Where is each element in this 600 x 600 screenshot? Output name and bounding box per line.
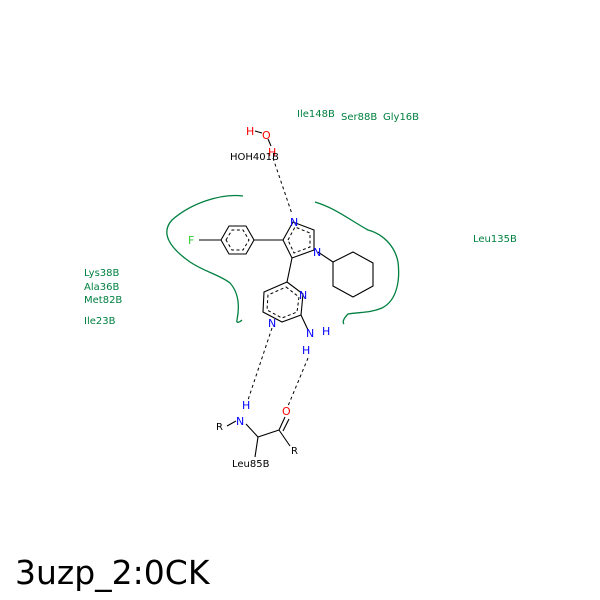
hbond-pyrimidine-n-h (247, 327, 273, 401)
backbone-o: O (282, 405, 291, 418)
pyrimidine-n1: N (299, 289, 307, 302)
water-oxygen: O (262, 129, 271, 142)
residue-met82: Met82B (84, 295, 122, 306)
residue-gly16: Gly16B (383, 112, 419, 123)
backbone-residue-label: Leu85B (232, 459, 270, 470)
backbone-n: N (236, 415, 244, 428)
fluorine-atom: F (188, 234, 194, 247)
pyrimidine-ring (262, 281, 304, 323)
figure-title: 3uzp_2:0CK (15, 553, 211, 592)
residue-lys38: Lys38B (84, 268, 120, 279)
residue-ile148: Ile148B (297, 109, 335, 120)
hbond-water-imidazole (272, 157, 293, 215)
water-h1: H (246, 125, 254, 138)
amine-h1: H (322, 325, 330, 338)
amine-nitrogen: N (306, 327, 314, 340)
amine-h2: H (302, 344, 310, 357)
hbond-amine-h-o (287, 357, 309, 407)
fluorophenyl-ring (220, 225, 255, 255)
residue-ala36: Ala36B (84, 282, 119, 293)
leu85-backbone (226, 416, 291, 458)
imidazole-n1: N (290, 216, 298, 229)
residue-leu135: Leu135B (473, 234, 517, 245)
bond-water-oh2 (267, 138, 272, 147)
hydrophobic-pocket-left (166, 194, 244, 323)
bond-imidazole-pyrimidine (286, 257, 293, 283)
residue-ser88: Ser88B (341, 112, 377, 123)
residue-ile23: Ile23B (84, 316, 116, 327)
backbone-h: H (242, 399, 250, 412)
water-label: HOH401B (230, 152, 279, 163)
pyrimidine-n2: N (268, 317, 276, 330)
cyclohexyl-ring (332, 251, 374, 298)
imidazole-ring (282, 221, 315, 259)
backbone-r1: R (216, 422, 223, 433)
backbone-r2: R (291, 446, 298, 457)
water-h2: H (268, 146, 276, 159)
bond-pyrimidine-amine (300, 314, 309, 331)
bond-imidazole-cyclohexyl (317, 251, 334, 263)
imidazole-n2: N (313, 246, 321, 259)
hydrophobic-pocket-right (314, 201, 400, 325)
bond-water-oh1 (254, 130, 263, 134)
